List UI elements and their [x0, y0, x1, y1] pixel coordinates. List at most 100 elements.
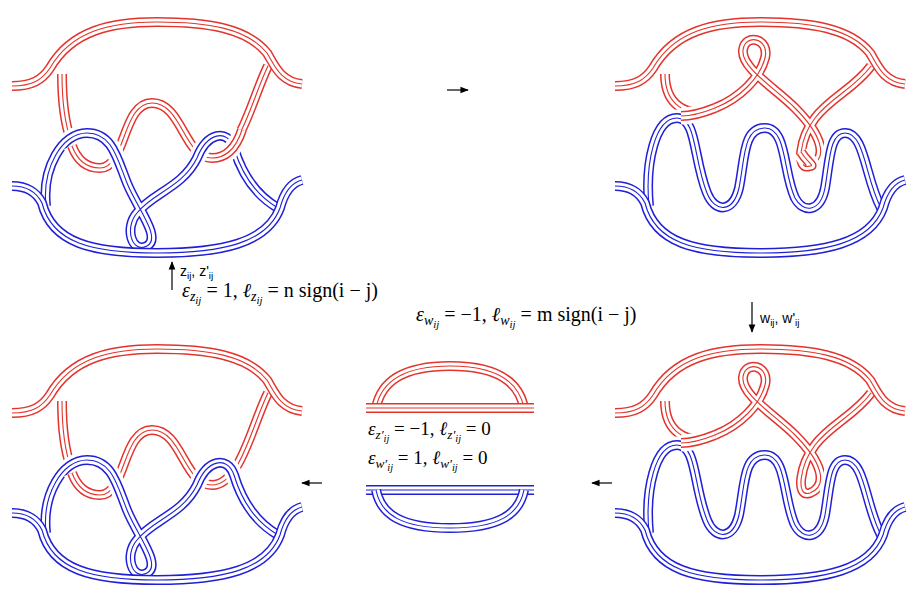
ribbon-strand [648, 445, 881, 535]
ribbon-strand [366, 405, 534, 412]
ribbon-strand [801, 152, 812, 166]
ribbon-strand [12, 507, 302, 580]
text-part: ε [368, 418, 376, 439]
text-part: zij [251, 289, 263, 304]
ribbon-panel [12, 349, 302, 580]
ribbon-strand [615, 349, 905, 413]
text-part: z [180, 263, 187, 279]
move-label: wij, w'ij [760, 310, 799, 329]
ribbon-strand [72, 146, 100, 168]
step-arrow [592, 482, 612, 483]
ribbon-panel [615, 349, 905, 580]
ribbon-strand [376, 490, 524, 528]
text-part: = −1, [439, 303, 492, 325]
ribbon-strand [681, 108, 715, 116]
formula-label: εzij = 1, ℓzij = n sign(i − j) [182, 278, 378, 307]
text-part: , [774, 310, 782, 326]
ribbon-strand [72, 146, 100, 168]
text-part: w′ij [440, 456, 458, 471]
text-part: z' [199, 263, 209, 279]
step-arrow [751, 302, 752, 332]
ribbon-strand [681, 435, 715, 443]
text-part: ij [770, 317, 774, 328]
text-part: w [760, 310, 770, 326]
formula-label: εwij = −1, ℓwij = m sign(i − j) [416, 302, 637, 331]
text-part: w' [782, 310, 795, 326]
ribbon-strand [681, 435, 715, 443]
text-part: ij [510, 318, 516, 330]
ribbon-strand [366, 485, 534, 495]
ribbon-strand [45, 460, 278, 574]
step-arrow [171, 262, 172, 290]
ribbon-strand [648, 118, 881, 208]
text-part: ij [795, 317, 799, 328]
text-part: z′ij [376, 427, 390, 442]
ribbon-strand [12, 507, 302, 580]
ribbon-strand [62, 66, 268, 168]
ribbon-strand [801, 152, 812, 166]
ribbon-strand [12, 349, 302, 413]
text-part: ℓ [439, 418, 447, 439]
ribbon-strand [12, 22, 302, 86]
ribbon-strand [366, 487, 534, 494]
ribbon-strand [615, 22, 905, 86]
ribbon-strand [801, 152, 812, 166]
text-part: ε [416, 303, 424, 325]
ribbon-strand [615, 349, 905, 413]
ribbon-panel [12, 22, 302, 253]
ribbon-strand [212, 130, 242, 158]
ribbon-strand [212, 130, 242, 158]
ribbon-strand [12, 180, 302, 253]
ribbon-strand [12, 180, 302, 253]
ribbon-strand [376, 366, 524, 408]
ribbon-strand [72, 473, 100, 495]
ribbon-strand [648, 118, 881, 208]
ribbon-strand [801, 152, 812, 166]
ribbon-strand [648, 445, 881, 535]
text-part: ℓ [492, 303, 500, 325]
ribbon-strand [648, 118, 881, 208]
ribbon-strand [615, 507, 905, 580]
ribbon-strand [376, 366, 524, 408]
ribbon-strand [45, 133, 278, 247]
text-part: ij [195, 294, 201, 306]
move-label: zij, z'ij [180, 263, 213, 282]
ribbon-strand [45, 133, 278, 247]
ribbon-strand [648, 445, 881, 535]
ribbon-strand [376, 490, 524, 528]
ribbon-strand [615, 349, 905, 413]
ribbon-strand [376, 366, 524, 408]
text-part: ij [256, 294, 262, 306]
text-part: ℓ [243, 279, 251, 301]
ribbon-strand [681, 108, 715, 116]
formula-label: εw′ij = 1, ℓw′ij = 0 [368, 447, 487, 474]
ribbon-strand [62, 66, 268, 168]
text-part: = 1, [201, 279, 242, 301]
step-arrow [302, 482, 322, 483]
ribbon-strand [12, 507, 302, 580]
ribbon-strand [45, 133, 278, 247]
ribbon-strand [12, 180, 302, 253]
ribbon-strand [12, 22, 302, 86]
ribbon-strand [681, 435, 715, 443]
ribbon-strand [615, 180, 905, 253]
text-part: = −1, [389, 418, 439, 439]
text-part: = m sign(i − j) [516, 303, 637, 325]
ribbon-strand [212, 130, 242, 158]
ribbon-strand [45, 460, 278, 574]
ribbon-strand [615, 180, 905, 253]
ribbon-panel [615, 22, 905, 253]
text-part: ij [452, 462, 458, 473]
step-arrow [447, 89, 468, 90]
text-part: ij [433, 318, 439, 330]
ribbon-strand [648, 445, 881, 535]
formula-label: εz′ij = −1, ℓz′ij = 0 [368, 418, 491, 445]
text-part: = 1, [393, 447, 432, 468]
text-part: = n sign(i − j) [263, 279, 378, 301]
text-part: z′ij [447, 427, 461, 442]
text-part: ij [384, 433, 390, 444]
ribbon-strand [615, 507, 905, 580]
ribbon-strand [62, 66, 268, 168]
